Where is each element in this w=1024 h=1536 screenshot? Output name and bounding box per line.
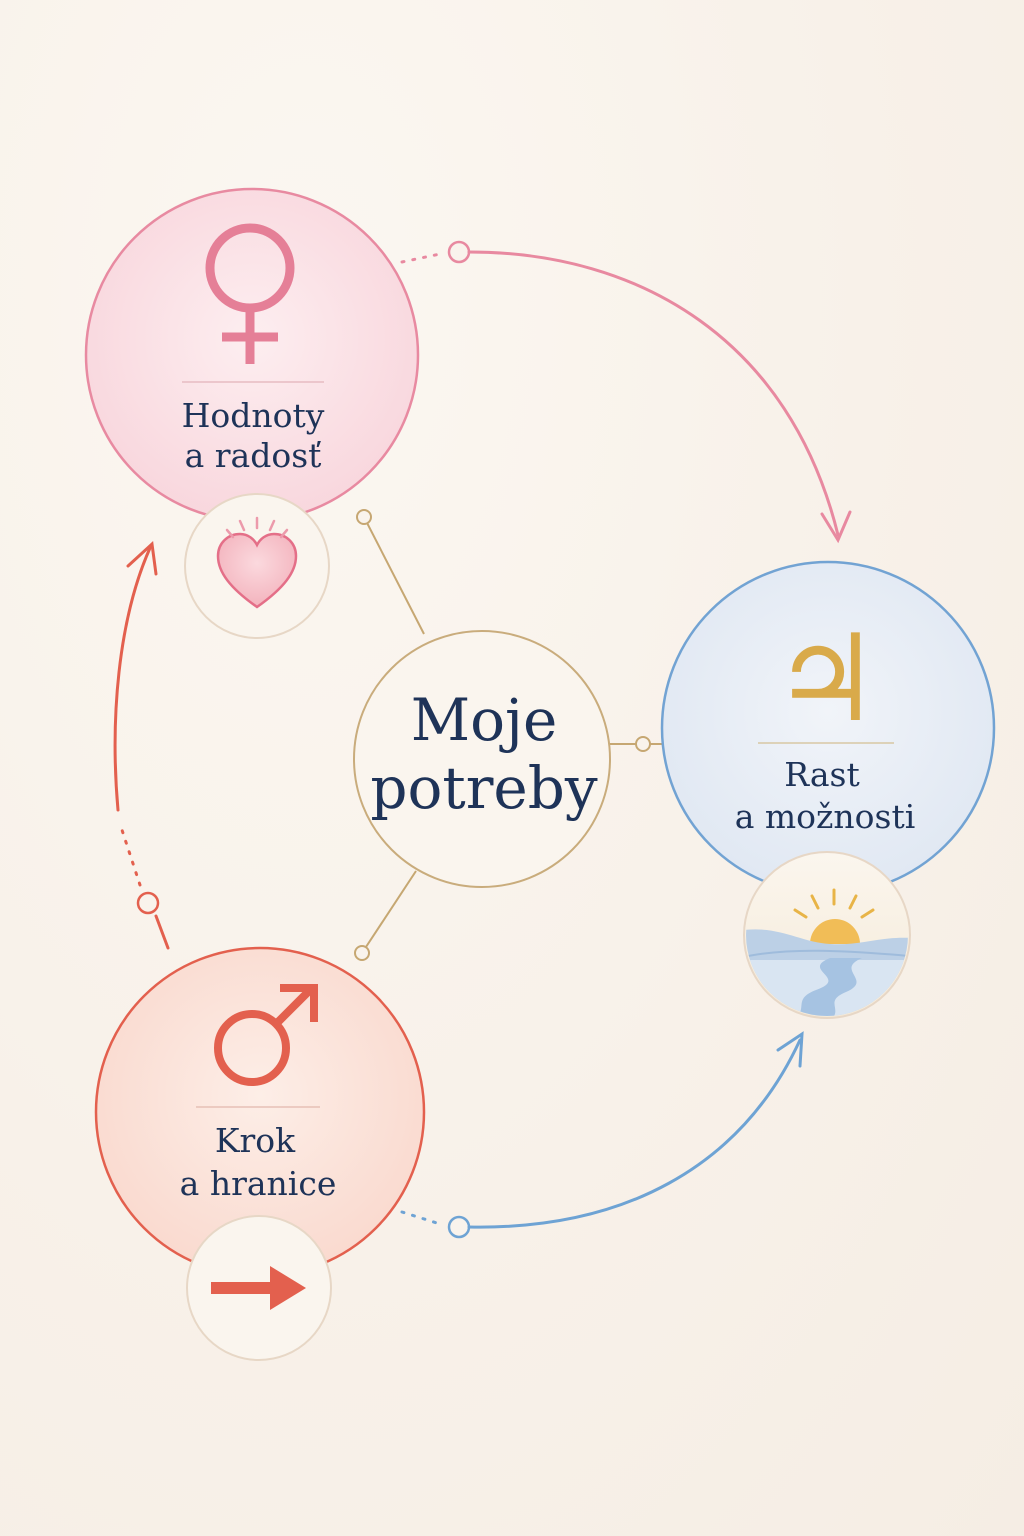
node-label-mars-line2: a hranice xyxy=(180,1164,337,1203)
mars-symbol xyxy=(214,984,318,1086)
badge-jupiter xyxy=(743,851,911,1019)
node-label-venus-line1: Hodnoty xyxy=(182,396,325,435)
flow-arrow-venus-to-jupiter xyxy=(400,240,852,544)
node-values-joy: Hodnoty a radosť xyxy=(84,187,420,639)
connector-dot-jupiter xyxy=(635,736,651,752)
badge-venus xyxy=(184,493,330,639)
venus-symbol xyxy=(205,223,295,364)
connector-venus xyxy=(363,516,425,635)
center-title-line1: Moje xyxy=(411,686,558,754)
jupiter-symbol: ♃ xyxy=(772,610,880,749)
connector-mars xyxy=(361,870,417,954)
node-label-jupiter-line1: Rast xyxy=(784,755,859,794)
connector-dot-venus xyxy=(356,509,372,525)
center-node: Moje potreby xyxy=(353,630,611,888)
arrow-right-icon xyxy=(211,1266,306,1310)
center-connectors xyxy=(354,509,662,961)
node-label-mars-line1: Krok xyxy=(215,1121,296,1160)
center-title-line2: potreby xyxy=(370,754,598,822)
flow-arrow-mars-to-venus xyxy=(113,540,170,950)
center-circle xyxy=(353,630,611,888)
connector-dot-mars xyxy=(354,945,370,961)
node-growth-possibilities: ♃ Rast a možnosti xyxy=(660,560,996,1019)
heart-icon xyxy=(216,516,298,609)
node-label-jupiter-line2: a možnosti xyxy=(735,797,916,836)
node-step-boundaries: Krok a hranice xyxy=(94,946,426,1361)
badge-mars xyxy=(186,1215,332,1361)
node-label-venus-line2: a radosť xyxy=(185,436,322,475)
flow-arrow-mars-to-jupiter xyxy=(400,1031,804,1239)
